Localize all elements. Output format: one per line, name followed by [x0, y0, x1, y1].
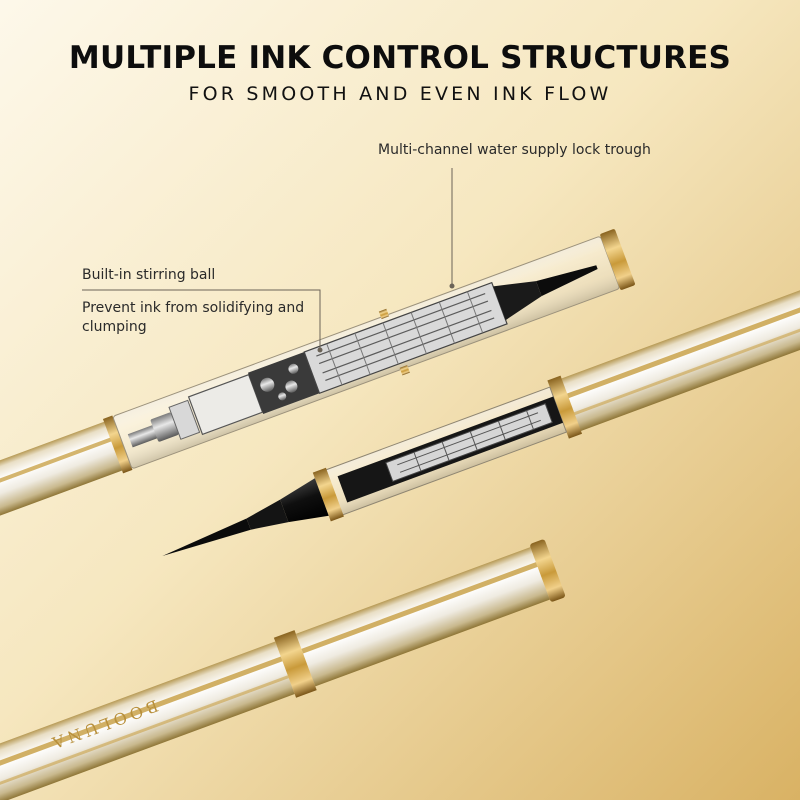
open-pen [162, 241, 800, 556]
gold-collar [547, 375, 583, 439]
brush-tip [162, 518, 251, 556]
pen-cap: BOOLUNA [0, 539, 565, 800]
ink-mechanism [127, 265, 598, 448]
pen-barrel [0, 419, 128, 559]
brush-tip [536, 265, 598, 297]
callout-water-supply: Multi-channel water supply lock trough [378, 142, 651, 158]
callout-stirring-ball: Built-in stirring ball [82, 267, 216, 283]
leader-ball [82, 289, 321, 348]
cap-gold-end [530, 539, 565, 602]
page-title: MULTIPLE INK CONTROL STRUCTURES [68, 40, 732, 76]
page-subtitle: FOR SMOOTH AND EVEN INK FLOW [188, 83, 612, 105]
stirring-ball [260, 377, 275, 392]
gold-collar [102, 415, 133, 474]
cutaway-pen [0, 229, 635, 559]
callout-anti-clump: Prevent ink from solidifying and clumpin… [82, 300, 305, 335]
cap-gold-band [273, 630, 317, 698]
callout-leaders [82, 168, 455, 353]
gold-end-cap [600, 229, 635, 290]
